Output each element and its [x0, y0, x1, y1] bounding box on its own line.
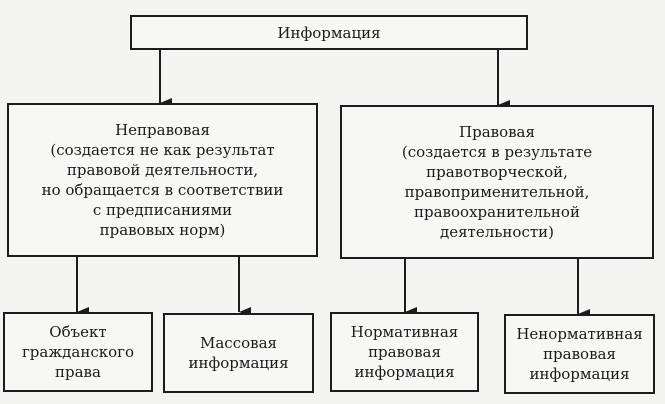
legal-label: Правовая (создается в результате правотв…: [401, 123, 593, 241]
nonlegal-node: Неправовая (создается не как результат п…: [7, 103, 318, 257]
mass-info-node: Массовая информация: [163, 313, 314, 393]
normative-info-node: Нормативная правовая информация: [330, 312, 479, 392]
civil-law-object-label: Объект гражданского права: [21, 323, 135, 381]
nonnormative-info-node: Ненормативная правовая информация: [504, 314, 655, 394]
root-label: Информация: [277, 23, 381, 42]
civil-law-object-node: Объект гражданского права: [3, 312, 153, 392]
root-node: Информация: [130, 15, 528, 50]
nonlegal-label: Неправовая (создается не как результат п…: [41, 121, 284, 239]
mass-info-label: Массовая информация: [188, 334, 289, 372]
normative-info-label: Нормативная правовая информация: [350, 323, 459, 381]
legal-node: Правовая (создается в результате правотв…: [340, 105, 654, 259]
nonnormative-info-label: Ненормативная правовая информация: [516, 325, 643, 383]
